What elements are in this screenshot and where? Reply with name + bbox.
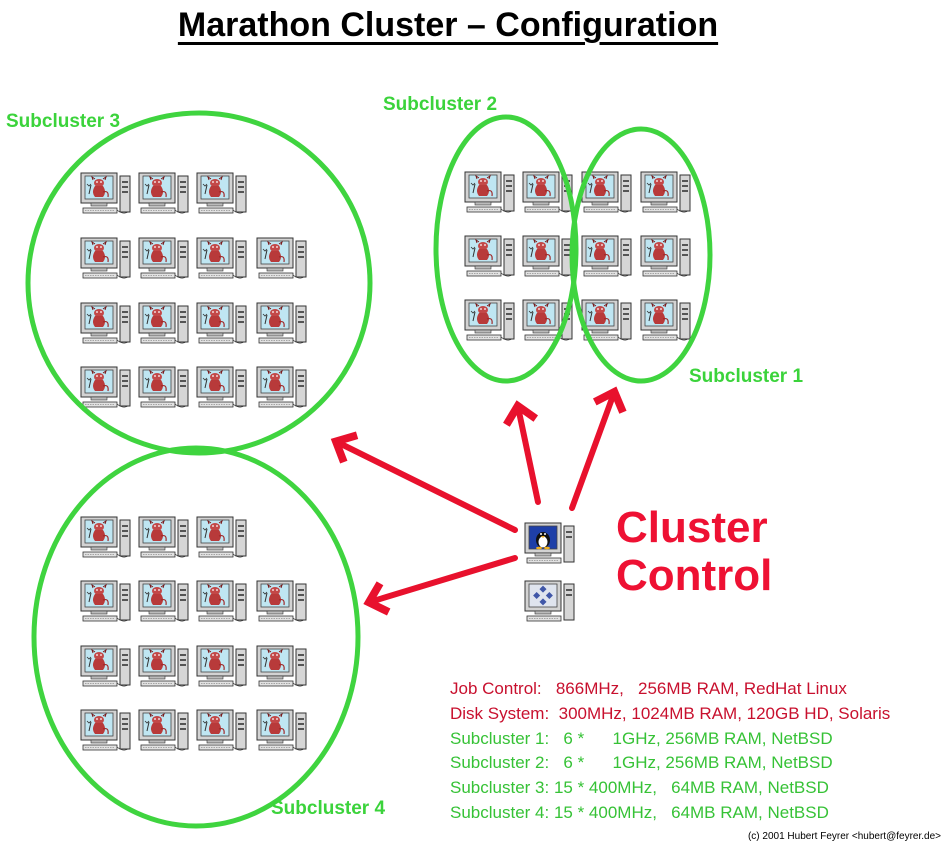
subcluster-1-label: Subcluster 1 bbox=[689, 366, 804, 387]
linux-job-control-computer-icon bbox=[524, 522, 575, 564]
subcluster-1-circle bbox=[569, 126, 713, 384]
subcluster-4-computers bbox=[80, 516, 307, 751]
subcluster-3-circle bbox=[25, 110, 373, 456]
solaris-disk-system-computer-icon bbox=[524, 580, 575, 622]
copyright-credit: (c) 2001 Hubert Feyrer <hubert@feyrer.de… bbox=[747, 831, 941, 842]
cluster-control-line1: Cluster bbox=[616, 503, 768, 552]
page-title: Marathon Cluster – Configuration bbox=[177, 6, 719, 44]
subcluster-3-label: Subcluster 3 bbox=[6, 111, 121, 132]
subcluster-2-label: Subcluster 2 bbox=[383, 94, 498, 115]
subcluster-2-circle bbox=[433, 114, 579, 384]
subcluster-1-computers bbox=[581, 171, 691, 341]
arrow-to-subcluster-3 bbox=[330, 431, 518, 533]
arrow-to-subcluster-4 bbox=[363, 555, 518, 616]
spec-disk-system: Disk System: 300MHz, 1024MB RAM, 120GB H… bbox=[450, 703, 891, 723]
subcluster-4-label: Subcluster 4 bbox=[271, 798, 386, 819]
hardware-specs-list: Job Control: 866MHz, 256MB RAM, RedHat L… bbox=[450, 677, 890, 826]
subcluster-4-circle bbox=[31, 445, 361, 829]
cluster-control-label: Cluster Control bbox=[616, 504, 772, 600]
arrow-to-subcluster-2 bbox=[503, 400, 541, 505]
spec-subcluster-1: Subcluster 1: 6 * 1GHz, 256MB RAM, NetBS… bbox=[450, 728, 833, 748]
arrow-to-subcluster-1 bbox=[569, 386, 627, 511]
subcluster-2-computers bbox=[464, 171, 573, 341]
spec-subcluster-3: Subcluster 3: 15 * 400MHz, 64MB RAM, Net… bbox=[450, 778, 829, 798]
spec-subcluster-2: Subcluster 2: 6 * 1GHz, 256MB RAM, NetBS… bbox=[450, 753, 833, 773]
spec-job-control: Job Control: 866MHz, 256MB RAM, RedHat L… bbox=[450, 679, 847, 698]
spec-subcluster-4: Subcluster 4: 15 * 400MHz, 64MB RAM, Net… bbox=[450, 802, 829, 822]
cluster-control-line2: Control bbox=[616, 551, 773, 600]
subcluster-3-computers bbox=[80, 172, 307, 408]
